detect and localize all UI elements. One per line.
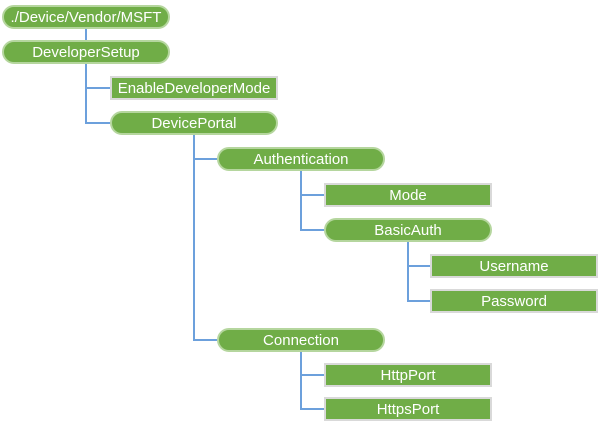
node-httpport: HttpPort — [324, 363, 492, 387]
connector-branch-httpport — [300, 374, 324, 376]
node-enabledevelopermode: EnableDeveloperMode — [110, 76, 278, 100]
node-password: Password — [430, 289, 598, 313]
connector-deviceportal-trunk — [193, 135, 195, 341]
connector-root-to-developersetup — [85, 29, 87, 41]
connector-basicauth-trunk — [407, 242, 409, 302]
node-device-vendor-msft: ./Device/Vendor/MSFT — [2, 5, 170, 29]
connector-branch-connection — [193, 339, 217, 341]
node-username: Username — [430, 254, 598, 278]
connector-branch-enabledevelopermode — [85, 87, 110, 89]
node-mode: Mode — [324, 183, 492, 207]
node-basicauth: BasicAuth — [324, 218, 492, 242]
connector-branch-mode — [300, 194, 324, 196]
connector-branch-basicauth — [300, 229, 324, 231]
connector-branch-httpsport — [300, 408, 324, 410]
node-deviceportal: DevicePortal — [110, 111, 278, 135]
connector-developersetup-trunk — [85, 64, 87, 124]
connector-branch-username — [407, 265, 430, 267]
node-connection: Connection — [217, 328, 385, 352]
node-authentication: Authentication — [217, 147, 385, 171]
connector-branch-authentication — [193, 158, 217, 160]
connector-connection-trunk — [300, 352, 302, 410]
connector-branch-deviceportal — [85, 122, 110, 124]
connector-authentication-trunk — [300, 171, 302, 231]
node-developersetup: DeveloperSetup — [2, 40, 170, 64]
connector-branch-password — [407, 300, 430, 302]
node-httpsport: HttpsPort — [324, 397, 492, 421]
